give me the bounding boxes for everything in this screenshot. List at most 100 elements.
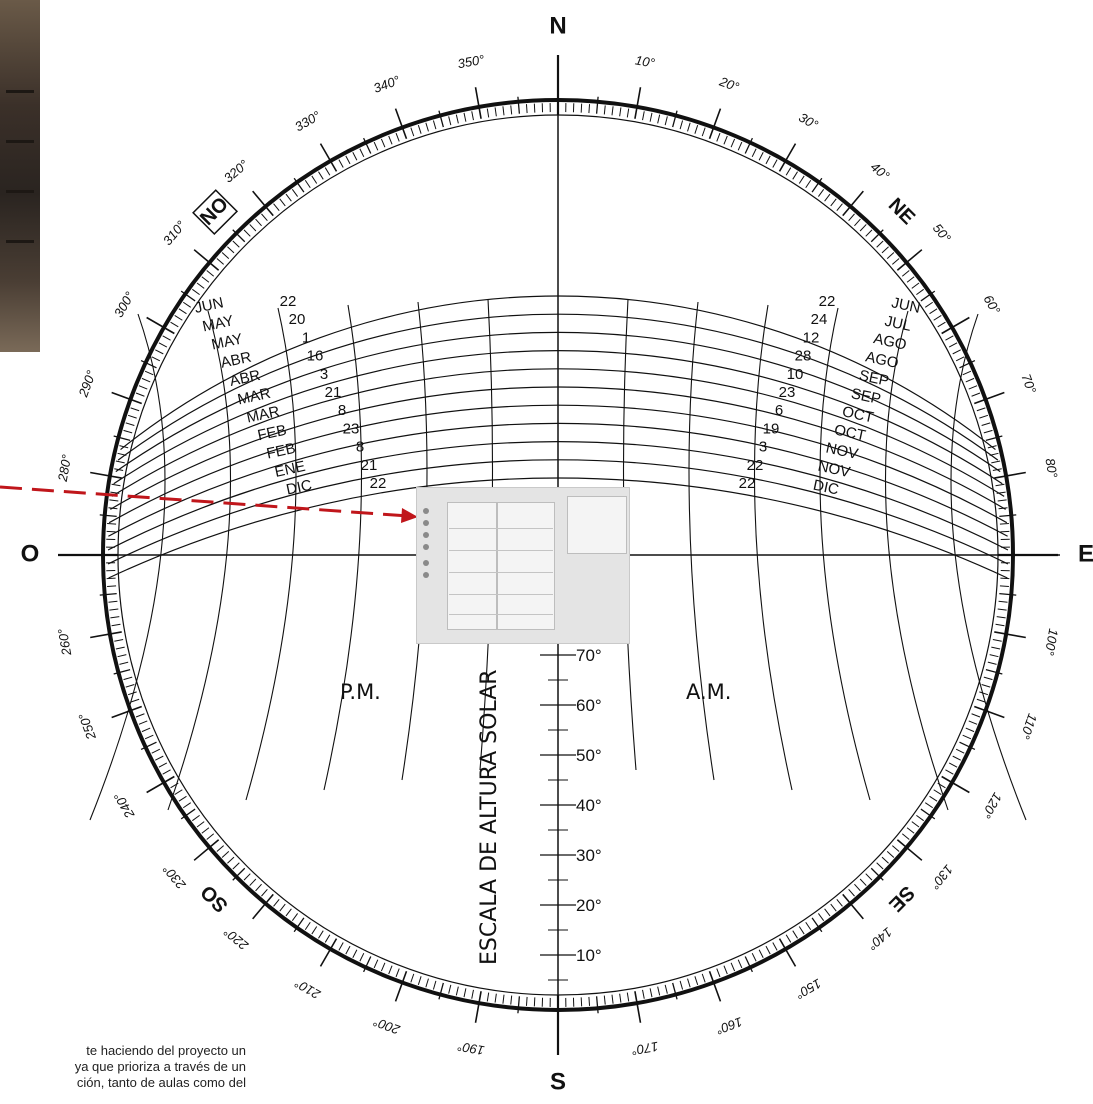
compass-tick: [318, 171, 324, 180]
compass-tick: [657, 986, 661, 996]
compass-tick: [243, 229, 251, 237]
compass-tick: [817, 189, 825, 197]
compass-tick: [196, 821, 205, 828]
compass-tick: [701, 127, 706, 137]
compass-tick: [425, 978, 429, 988]
compass-tick: [380, 962, 386, 972]
compass-tick: [792, 171, 798, 180]
compass-tick: [117, 654, 127, 658]
compass-tick: [474, 991, 482, 1023]
compass-tick: [785, 167, 792, 176]
compass-tick: [989, 654, 999, 658]
degree-label: 30°: [796, 110, 821, 133]
compass-tick: [394, 971, 408, 1002]
compass-tick: [758, 152, 764, 161]
pm-label: P.M.: [340, 680, 381, 704]
compass-tick: [249, 224, 257, 232]
compass-tick: [138, 385, 148, 390]
compass-tick: [144, 734, 154, 740]
compass-tick: [694, 124, 699, 134]
compass-tick: [664, 116, 668, 126]
compass-tick: [955, 748, 965, 754]
altitude-scale-label: ESCALA DE ALTURA SOLAR: [477, 669, 502, 965]
compass-tick: [778, 143, 797, 172]
compass-tick: [830, 198, 837, 207]
compass-tick: [744, 956, 753, 973]
compass-tick: [438, 982, 444, 1000]
compass-tick: [842, 893, 864, 920]
degree-label: 70°: [1018, 372, 1039, 396]
compass-tick: [151, 748, 161, 754]
compass-tick: [679, 980, 684, 990]
compass-tick: [995, 483, 1005, 487]
date-day-label: 8: [356, 439, 364, 456]
compass-tick: [182, 802, 192, 809]
compass-tick: [979, 691, 989, 696]
compass-tick: [985, 435, 1003, 441]
compass-tick: [976, 407, 986, 412]
compass-tick: [486, 992, 490, 1002]
compass-tick: [716, 968, 721, 978]
compass-tick: [854, 218, 861, 227]
compass-tick: [115, 646, 125, 650]
degree-label: 60°: [981, 292, 1004, 317]
compass-tick: [824, 193, 831, 202]
compass-tick: [138, 720, 148, 725]
compass-tick: [737, 141, 743, 151]
compass-tick: [324, 934, 331, 943]
compass-tick: [751, 148, 757, 158]
degree-label: 310°: [160, 218, 189, 248]
degree-label: 340°: [371, 73, 401, 96]
compass-tick: [141, 727, 151, 733]
compass-tick: [525, 996, 528, 1006]
compass-tick: [135, 713, 145, 718]
compass-tick: [611, 106, 614, 116]
compass-tick: [765, 155, 771, 165]
compass-tick: [380, 138, 386, 148]
compass-tick: [232, 240, 240, 248]
compass-tick: [672, 110, 678, 128]
degree-label: 80°: [1042, 457, 1060, 479]
date-month-label: MAR: [245, 403, 281, 427]
compass-tick: [285, 908, 292, 917]
compass-tick: [304, 921, 311, 931]
compass-tick: [373, 141, 379, 151]
compass-tick: [994, 631, 1026, 639]
compass-tick: [619, 993, 622, 1003]
compass-tick: [318, 930, 324, 939]
degree-label: 280°: [55, 453, 75, 483]
compass-tick: [99, 514, 117, 518]
compass-tick: [155, 349, 164, 355]
compass-tick: [146, 775, 175, 794]
intercardinal-label: SO: [197, 880, 233, 916]
compass-tick: [359, 148, 365, 158]
compass-tick: [158, 342, 168, 348]
compass-tick: [974, 391, 1005, 405]
compass-tick: [994, 471, 1026, 479]
compass-tick: [388, 965, 393, 975]
degree-label: 20°: [717, 73, 742, 94]
compass-tick: [119, 661, 129, 665]
compass-tick: [971, 713, 981, 718]
compass-tick: [870, 867, 884, 881]
compass-tick: [144, 370, 154, 376]
date-month-label: OCT: [833, 421, 868, 444]
altitude-tick-label: 40°: [576, 796, 602, 815]
date-month-label: MAY: [210, 330, 244, 353]
compass-tick: [115, 460, 125, 464]
degree-label: 50°: [930, 221, 954, 246]
compass-tick: [130, 407, 140, 412]
cardinal-label: S: [550, 1068, 566, 1095]
compass-tick: [737, 959, 743, 969]
compass-tick: [920, 290, 936, 302]
date-month-label: AGO: [872, 330, 908, 354]
compass-tick: [778, 938, 797, 967]
hour-curve: [753, 304, 793, 791]
compass-tick: [657, 114, 661, 124]
hour-curve: [884, 310, 949, 811]
hour-curve: [950, 313, 1027, 821]
date-month-label: NOV: [816, 458, 851, 481]
compass-tick: [730, 962, 736, 972]
compass-tick: [999, 522, 1009, 525]
